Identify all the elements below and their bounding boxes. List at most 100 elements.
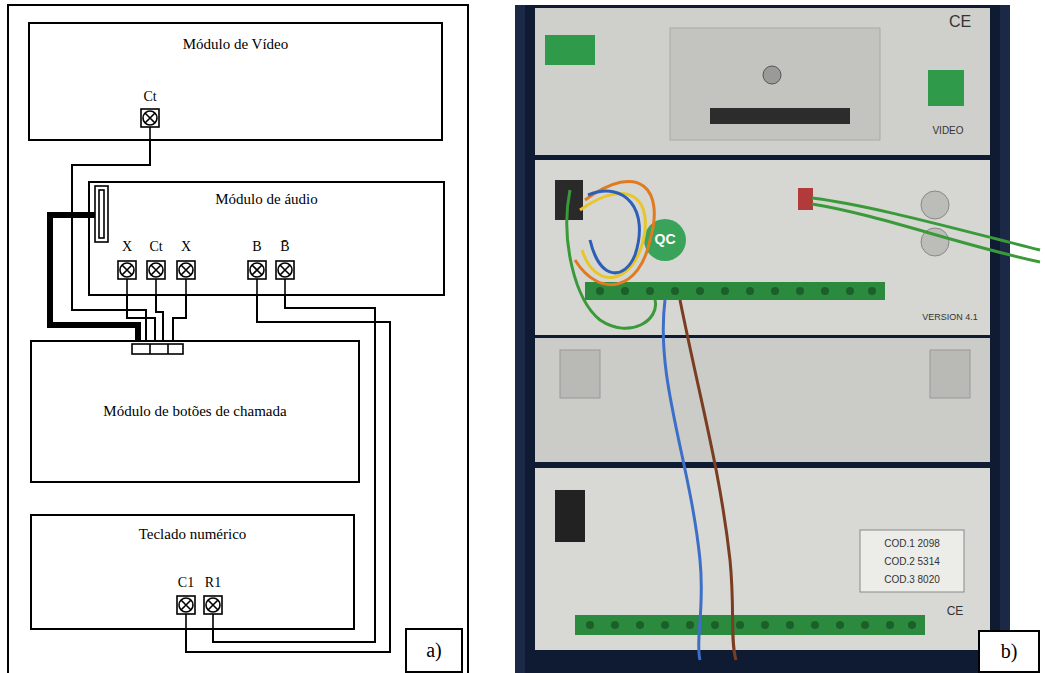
panel-frame [8,5,468,673]
circle-shape [143,111,157,125]
circle-shape [179,598,193,612]
node-text: Módulo de áudio [215,191,318,208]
wire-line [127,296,155,340]
terminal-label: C1 [178,575,194,590]
panel-tag: b) [978,630,1040,673]
rect-shape [535,338,990,462]
g-shape [586,621,916,629]
wire-line [50,215,138,340]
path-shape [145,113,155,123]
device-marking: CE [947,605,964,618]
module-box: Módulo de botões de chamada [30,340,360,483]
rect-shape [204,596,222,614]
terminal-label: Ct [149,239,162,254]
device-marking: COD.2 5314 [884,556,940,567]
line-shape [212,613,214,630]
rect-shape [535,8,990,155]
circle-shape [621,287,629,295]
wire-line [213,296,375,642]
rect-shape [99,190,104,238]
rect-shape [147,261,165,279]
circle-shape [908,621,916,629]
circle-shape [721,287,729,295]
circle-shape [868,287,876,295]
circle-shape [661,621,669,629]
wire-connector [156,296,163,340]
rect-shape [95,186,108,242]
circle-shape [646,287,654,295]
rect-shape [525,5,1000,673]
circle-shape [811,621,819,629]
terminal-label: B̄ [280,239,289,254]
circle-shape [696,287,704,295]
line-shape [155,278,157,296]
device-marking: COD.1 2098 [884,538,940,549]
terminal-label: Ct [143,89,156,104]
line-shape [126,278,128,296]
wire-connector [72,141,150,340]
circle-shape [179,263,193,277]
circle-shape [736,621,744,629]
circle-shape [120,263,134,277]
circle-shape [746,287,754,295]
line-shape [149,344,151,354]
circle-shape [636,621,644,629]
intercom-photo [515,5,1040,673]
circle-shape [671,287,679,295]
terminal-label: B [252,239,261,254]
path-shape [122,265,132,275]
circle-shape [763,66,781,84]
rect-shape [710,108,850,124]
circle-shape [886,621,894,629]
rect-shape [535,160,990,335]
circle-shape [686,621,694,629]
wire-connector [173,296,186,340]
rect-shape [930,350,970,398]
rect-shape [535,468,990,650]
rect-shape [670,28,880,140]
circle-shape [821,287,829,295]
rect-shape [248,261,266,279]
rect-shape [798,188,813,210]
rect-shape [860,530,964,592]
line-shape [185,613,187,630]
circle-shape [586,621,594,629]
g-shape [567,181,1040,660]
wire-line [72,141,150,340]
terminal-label: R1 [205,575,221,590]
path-shape [151,265,161,275]
circle-shape [611,621,619,629]
wire-connector [127,296,155,340]
device-marking: VERSION 4.1 [922,313,978,323]
circle-shape [846,287,854,295]
device-marking: COD.3 8020 [884,574,940,585]
g-shape [596,287,876,295]
circle-shape [149,263,163,277]
rect-shape [545,35,595,65]
terminal-label: X [122,239,132,254]
module-box: Módulo de áudio [88,181,445,296]
rect-shape [515,5,1010,673]
rect-shape [585,282,885,300]
node-text: Módulo de botões de chamada [103,403,286,420]
node-text: b) [1001,640,1018,663]
device-marking: VIDEO [932,125,963,136]
rect-shape [132,344,183,354]
circle-shape [836,621,844,629]
rect-shape [555,490,585,542]
circle-shape [278,263,292,277]
line-shape [256,278,258,296]
wire-connector [50,215,138,340]
circle-shape [711,621,719,629]
node-text: a) [426,639,442,662]
rect-shape [575,615,925,635]
module-box: Teclado numérico [30,514,355,630]
rect-shape [177,596,195,614]
circle-shape [796,287,804,295]
rect-shape [141,109,159,127]
module-box: Módulo de Vídeo [28,22,443,141]
path-shape [812,204,1040,262]
path-shape [680,300,736,660]
